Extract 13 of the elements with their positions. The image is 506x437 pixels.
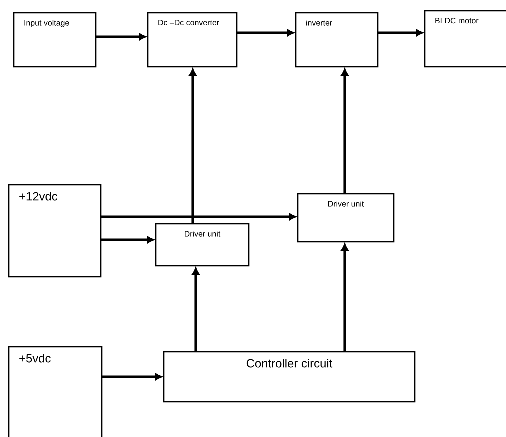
arrow <box>341 244 349 352</box>
source-box: +5vdc <box>8 346 103 437</box>
arrow <box>96 33 146 41</box>
arrow <box>237 29 294 37</box>
arrow <box>101 236 154 244</box>
process-box: Controller circuit <box>163 351 416 403</box>
source-box: +12vdc <box>8 184 102 278</box>
arrow <box>341 68 349 194</box>
arrow <box>102 373 162 381</box>
arrow <box>189 68 197 224</box>
arrow <box>378 29 424 37</box>
arrow <box>192 268 200 352</box>
arrow <box>101 213 296 221</box>
